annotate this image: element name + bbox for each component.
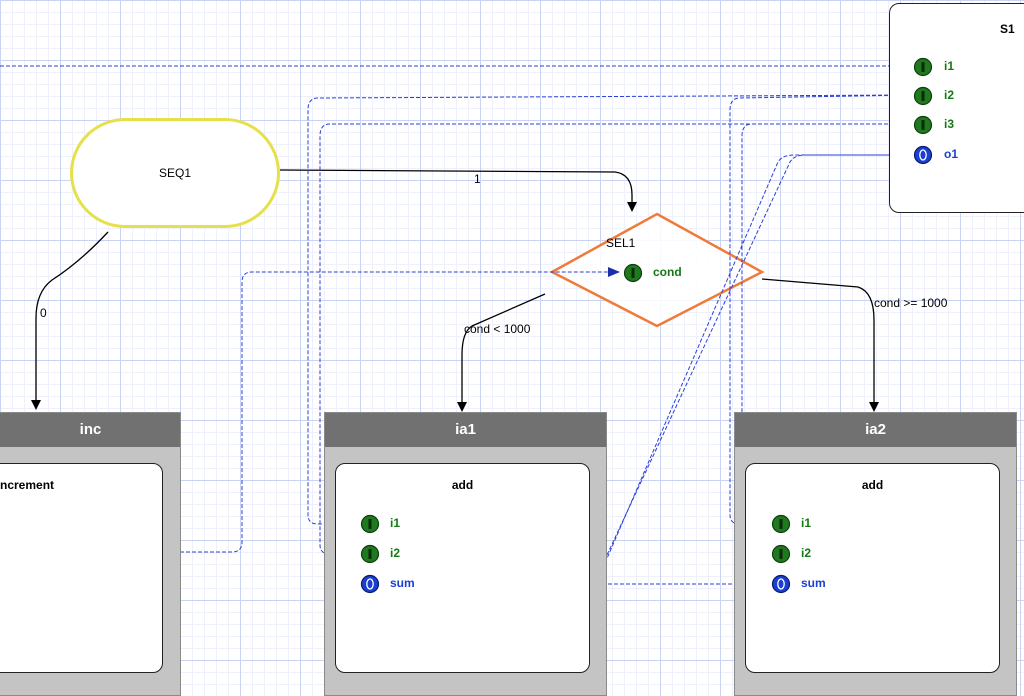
ia1-body: add — [335, 463, 590, 673]
edge-seq-to-inc — [31, 231, 109, 410]
edge-label-sel-to-ia2: cond >= 1000 — [874, 296, 948, 310]
ia2-sum-port-icon[interactable] — [771, 574, 791, 594]
inc-node[interactable]: inc ncrement — [0, 412, 181, 696]
flow-inc-to-cond — [66, 267, 620, 553]
ia2-node[interactable]: ia2 add — [734, 412, 1017, 696]
s1-i1-port-icon[interactable] — [913, 57, 933, 77]
inc-title: ncrement — [0, 478, 55, 492]
ia2-sum-label: sum — [801, 576, 826, 590]
ia1-i2-label: i2 — [390, 546, 401, 560]
s1-i3-port-icon[interactable] — [913, 115, 933, 135]
inc-body: ncrement — [0, 463, 163, 673]
sel1-diamond — [549, 212, 765, 328]
s1-i2-port-icon[interactable] — [913, 86, 933, 106]
s1-i2-label: i2 — [944, 88, 955, 102]
inc-header: inc — [0, 413, 180, 447]
ia2-i2-label: i2 — [801, 546, 812, 560]
ia2-body: add — [745, 463, 1000, 673]
s1-o1-port-icon[interactable] — [913, 145, 933, 165]
ia2-i2-port-icon[interactable] — [771, 544, 791, 564]
edge-sel-to-ia2 — [761, 278, 879, 412]
ia1-i2-port-icon[interactable] — [360, 544, 380, 564]
ia1-sum-label: sum — [390, 576, 415, 590]
flow-s1-i3-to-ia2-i2 — [741, 123, 912, 559]
s1-node[interactable]: S1 — [889, 3, 1024, 213]
edge-sel-to-ia1 — [457, 293, 546, 412]
s1-i1-label: i1 — [944, 59, 955, 73]
ia1-header: ia1 — [325, 413, 606, 447]
flow-ia2-sum-to-o1 — [597, 150, 914, 585]
s1-title: S1 — [1000, 22, 1015, 36]
edge-seq-to-sel — [279, 169, 637, 212]
ia2-header: ia2 — [735, 413, 1016, 447]
edge-label-seq-to-sel: 1 — [474, 172, 481, 186]
ia1-title: add — [451, 478, 474, 492]
edge-label-sel-to-ia1: cond < 1000 — [464, 322, 531, 336]
ia1-sum-port-icon[interactable] — [360, 574, 380, 594]
flow-s1-i2-to-ia1-i1 — [307, 94, 913, 529]
sel1-cond-label: cond — [653, 265, 682, 279]
ia2-title: add — [861, 478, 884, 492]
sel1-cond-port-icon[interactable] — [623, 263, 643, 283]
ia1-i1-label: i1 — [390, 516, 401, 530]
sel1-label: SEL1 — [606, 236, 636, 250]
ia1-i1-port-icon[interactable] — [360, 514, 380, 534]
s1-i3-label: i3 — [944, 117, 955, 131]
ia2-i1-label: i1 — [801, 516, 812, 530]
seq1-label: SEQ1 — [158, 166, 191, 180]
ia2-i1-port-icon[interactable] — [771, 514, 791, 534]
seq1-node[interactable]: SEQ1 — [70, 118, 280, 228]
s1-o1-label: o1 — [944, 147, 959, 161]
edge-label-seq-to-inc: 0 — [40, 306, 47, 320]
